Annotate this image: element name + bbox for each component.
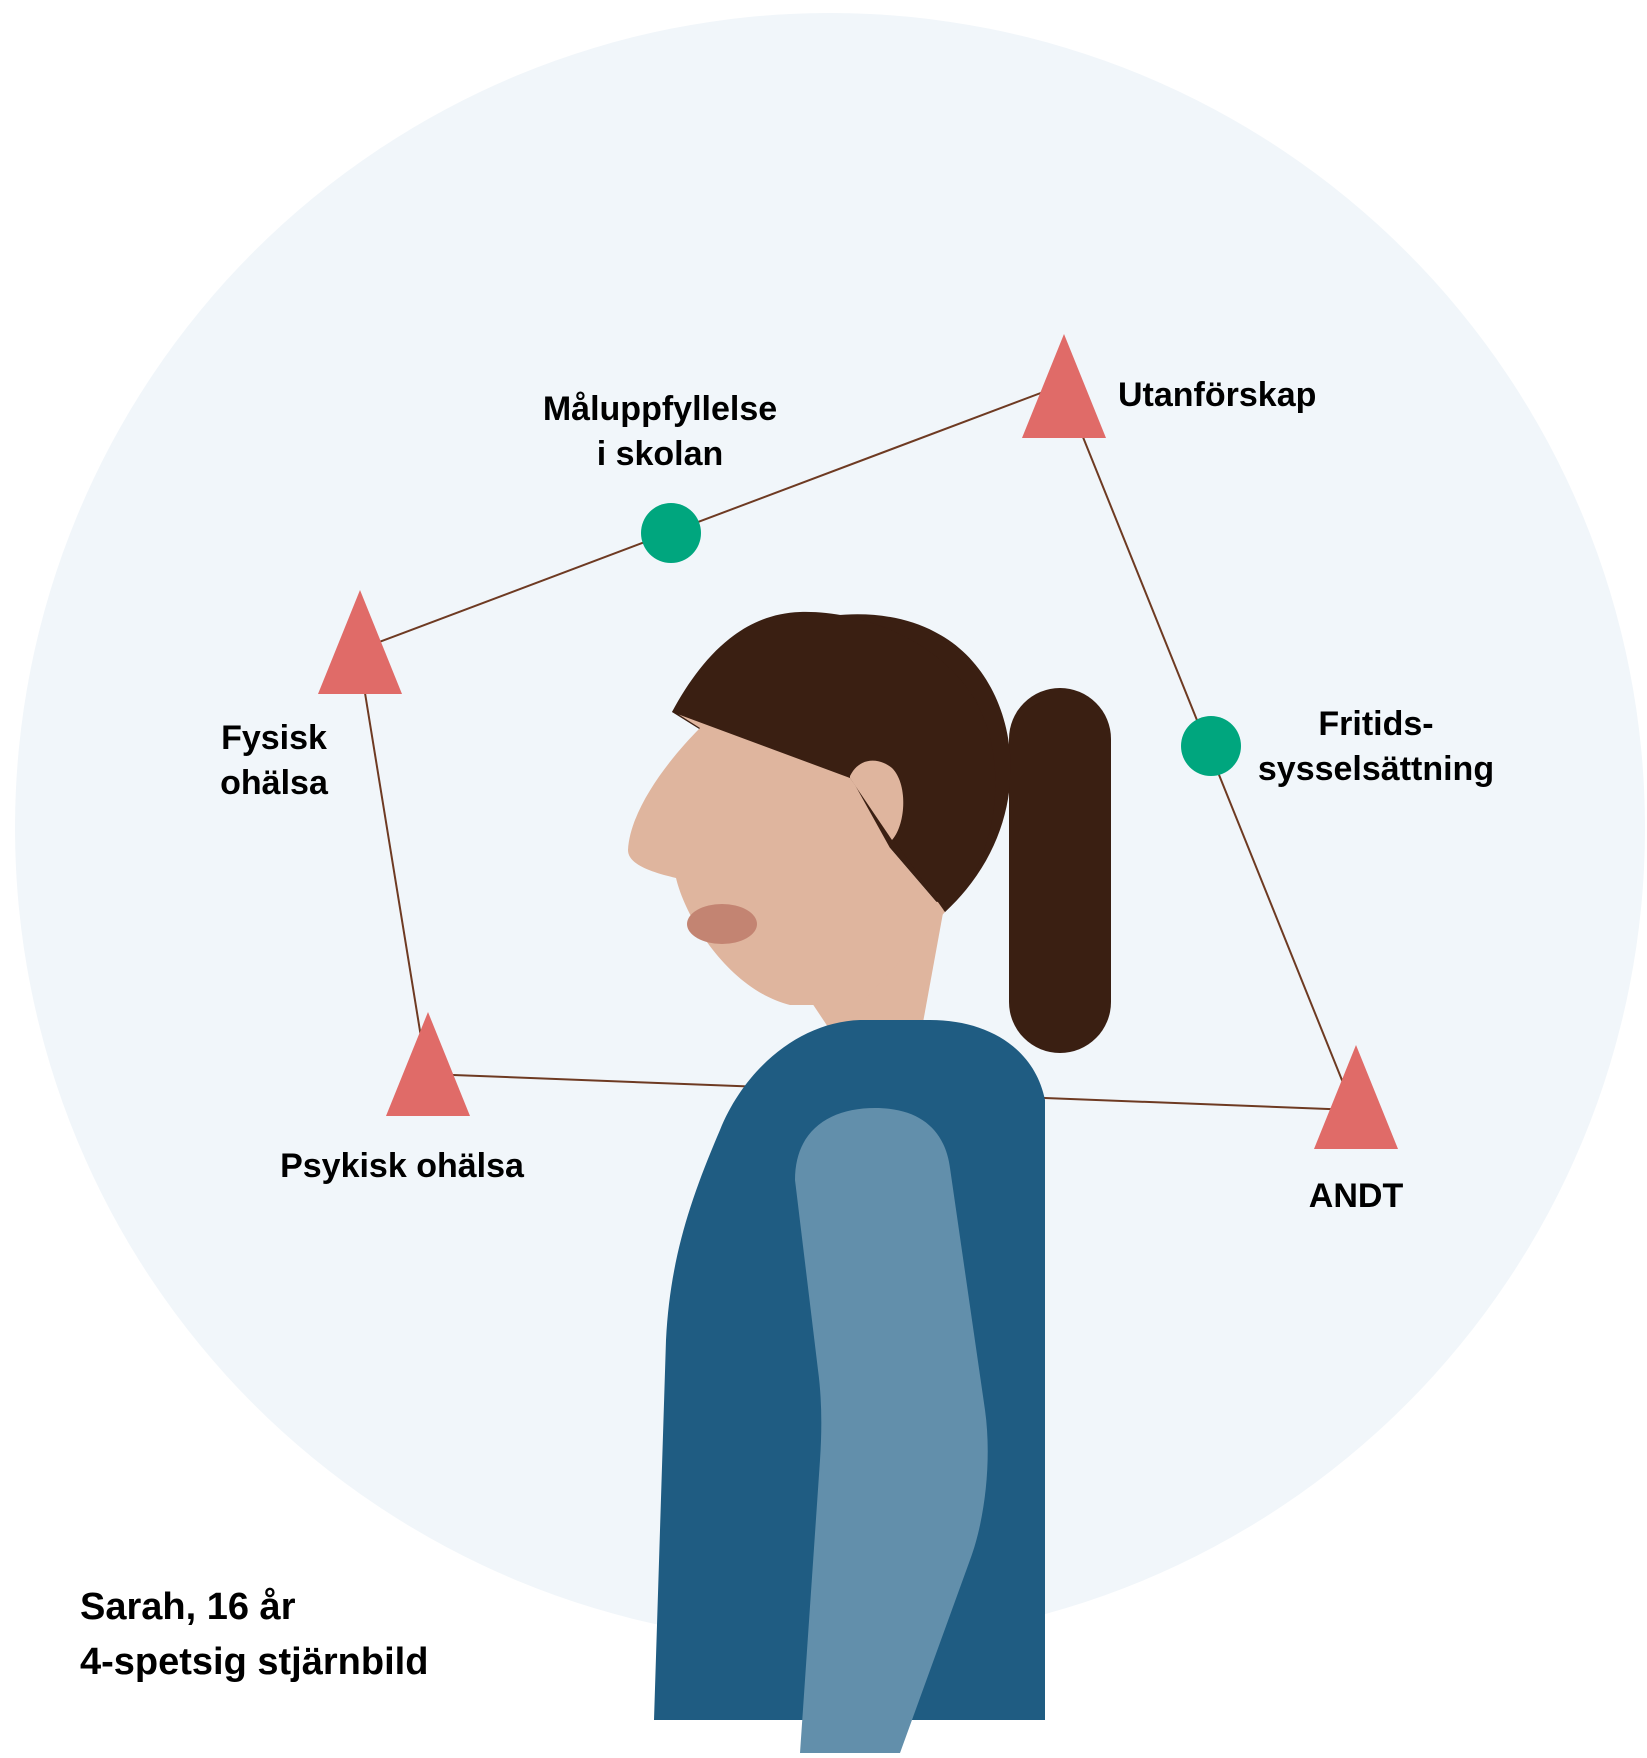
- caption-name: Sarah, 16 år: [80, 1586, 296, 1628]
- label-maluppfyllelse-line-1: Måluppfyllelse: [542, 390, 778, 428]
- risk-triangle-fysisk: [318, 590, 402, 694]
- sleeve: [795, 1108, 988, 1753]
- caption-subtitle: 4-spetsig stjärnbild: [80, 1641, 429, 1683]
- protective-dot-maluppfyllelse: [641, 503, 701, 563]
- label-fysisk: Fysisk ohälsa: [194, 716, 354, 806]
- line-fysisk-psykisk: [357, 649, 428, 1075]
- label-utanforskap: Utanförskap: [1118, 373, 1316, 418]
- hair-ponytail: [1009, 688, 1111, 1053]
- label-andt-line-1: ANDT: [1308, 1177, 1404, 1215]
- protective-dot-fritid: [1181, 716, 1241, 776]
- caption: Sarah, 16 år 4-spetsig stjärnbild: [80, 1580, 428, 1690]
- label-fritid-line-1: Fritids-: [1318, 705, 1434, 743]
- label-fysisk-line-2: ohälsa: [220, 764, 328, 802]
- line-fysisk-utanforskap: [357, 384, 1063, 651]
- label-maluppfyllelse-line-2: i skolan: [596, 435, 724, 473]
- lips: [687, 904, 757, 944]
- risk-triangle-psykisk: [386, 1012, 470, 1116]
- label-psykisk-line-1: Psykisk ohälsa: [280, 1147, 524, 1185]
- risk-triangle-utanforskap: [1022, 334, 1106, 438]
- label-psykisk: Psykisk ohälsa: [262, 1144, 542, 1189]
- label-maluppfyllelse: Måluppfyllelse i skolan: [530, 387, 790, 477]
- person-profile-illustration: [628, 611, 1111, 1753]
- ear: [850, 760, 904, 840]
- risk-triangle-andt: [1314, 1045, 1398, 1149]
- label-fysisk-line-1: Fysisk: [221, 719, 327, 757]
- label-fritid: Fritids- sysselsättning: [1236, 702, 1516, 792]
- hair-fringe: [672, 611, 996, 912]
- label-fritid-line-2: sysselsättning: [1257, 750, 1495, 788]
- label-utanforskap-line-1: Utanförskap: [1118, 376, 1317, 414]
- label-andt: ANDT: [1276, 1174, 1436, 1219]
